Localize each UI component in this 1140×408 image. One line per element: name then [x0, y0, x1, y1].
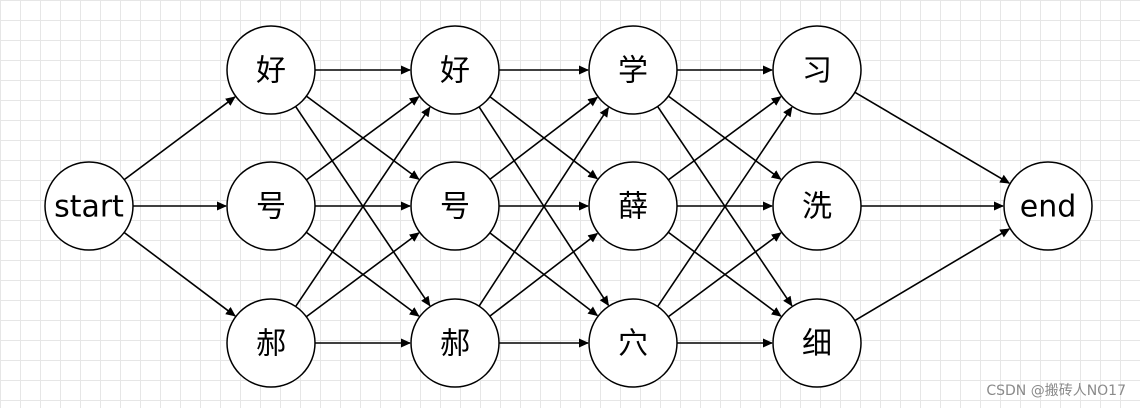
node-circle [410, 161, 500, 251]
edge-c1_hao3-to-c2_hao [294, 106, 431, 307]
node-c2_hao2: 号 [410, 161, 500, 251]
node-circle [226, 298, 316, 388]
edge-c1_hao2-to-c2_hao [305, 96, 420, 181]
edge-c4_xi3-to-end [854, 228, 1011, 322]
node-circle [1003, 161, 1093, 251]
nodes: start 好号郝 好号郝 学薛穴 习洗细 end [44, 25, 1093, 388]
node-label: 郝 [440, 327, 470, 362]
node-c4_xi3: 细 [772, 298, 862, 388]
node-c2_hao: 好 [410, 25, 500, 115]
node-circle [44, 161, 134, 251]
edge-start-to-c1_hao3 [123, 231, 236, 317]
node-c3_xue3: 穴 [588, 298, 678, 388]
node-label: 细 [802, 327, 832, 362]
node-label: 郝 [256, 327, 286, 362]
edge-c3_xue2-to-c4_xi [667, 96, 782, 181]
node-label: 号 [256, 190, 286, 225]
edge-c3_xue3-to-c4_xi2 [667, 232, 782, 318]
edge-c2_hao3-to-c3_xue [478, 106, 610, 307]
node-c2_hao3: 郝 [410, 298, 500, 388]
node-circle [410, 298, 500, 388]
node-c4_xi2: 洗 [772, 161, 862, 251]
node-c1_hao: 好 [226, 25, 316, 115]
node-label: 好 [256, 54, 286, 89]
node-label: 好 [440, 54, 470, 89]
node-c3_xue: 学 [588, 25, 678, 115]
edge-c4_xi-to-end [854, 91, 1011, 184]
node-circle [772, 161, 862, 251]
node-c1_hao2: 号 [226, 161, 316, 251]
node-label: end [1020, 190, 1077, 225]
edge-start-to-c1_hao [123, 96, 236, 181]
edge-c2_hao2-to-c3_xue [489, 96, 599, 180]
node-circle [588, 25, 678, 115]
node-end: end [1003, 161, 1093, 251]
node-c3_xue2: 薛 [588, 161, 678, 251]
node-circle [226, 161, 316, 251]
node-circle [410, 25, 500, 115]
node-c4_xi: 习 [772, 25, 862, 115]
edge-c1_hao3-to-c2_hao2 [305, 232, 420, 318]
node-label: 薛 [618, 190, 648, 225]
node-label: 习 [802, 54, 832, 89]
node-start: start [44, 161, 134, 251]
node-circle [772, 25, 862, 115]
node-circle [588, 298, 678, 388]
node-circle [772, 298, 862, 388]
edge-c2_hao3-to-c3_xue2 [489, 232, 599, 317]
edge-c3_xue3-to-c4_xi [656, 106, 793, 307]
node-label: 号 [440, 190, 470, 225]
node-label: 穴 [618, 327, 648, 362]
node-circle [588, 161, 678, 251]
node-label: start [54, 190, 124, 225]
node-circle [226, 25, 316, 115]
watermark: CSDN @搬砖人NO17 [986, 383, 1126, 399]
edges [123, 65, 1011, 348]
node-label: 洗 [802, 190, 832, 225]
node-label: 学 [618, 54, 648, 89]
node-c1_hao3: 郝 [226, 298, 316, 388]
